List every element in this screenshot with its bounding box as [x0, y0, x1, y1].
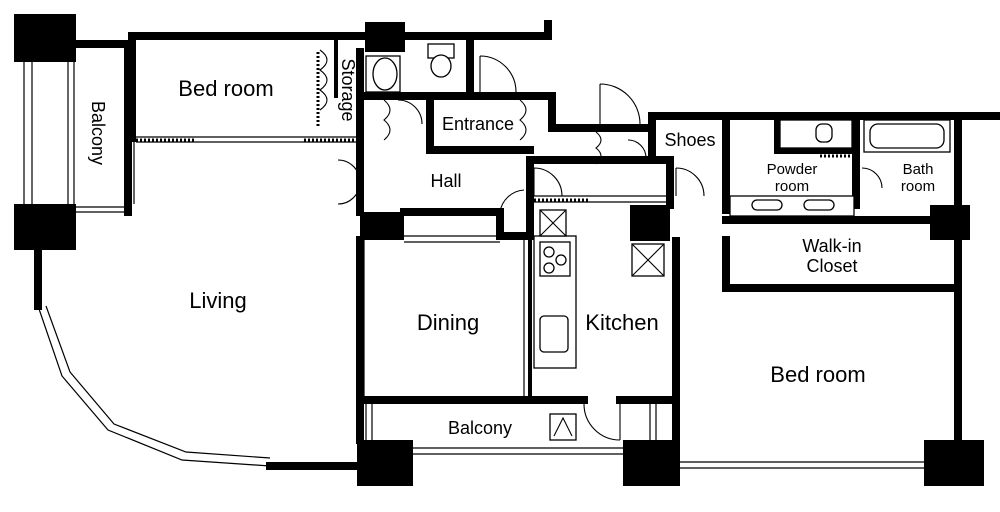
room-labels: Bed room Storage Balcony Entrance Hall S… [88, 58, 935, 438]
label-storage: Storage [338, 58, 358, 121]
sliding-doors [136, 52, 856, 402]
label-bath-room-2: room [901, 178, 935, 195]
label-powder-room-2: room [775, 178, 809, 195]
label-balcony-left: Balcony [88, 101, 108, 165]
label-bedroom-2: Bed room [770, 362, 865, 387]
window-lines [23, 62, 924, 469]
label-bath-room-1: Bath [903, 161, 934, 178]
label-kitchen: Kitchen [585, 310, 658, 335]
doors [337, 55, 883, 441]
label-entrance: Entrance [442, 114, 514, 134]
columns [14, 14, 984, 486]
label-walk-in-closet-2: Closet [806, 256, 857, 276]
label-dining: Dining [417, 310, 479, 335]
label-powder-room-1: Powder [767, 161, 818, 178]
label-walk-in-closet-1: Walk-in [802, 236, 861, 256]
fixtures [319, 43, 951, 441]
label-living: Living [189, 288, 246, 313]
label-shoes: Shoes [664, 130, 715, 150]
label-hall: Hall [430, 171, 461, 191]
label-balcony-bottom: Balcony [448, 418, 512, 438]
label-bedroom-1: Bed room [178, 76, 273, 101]
